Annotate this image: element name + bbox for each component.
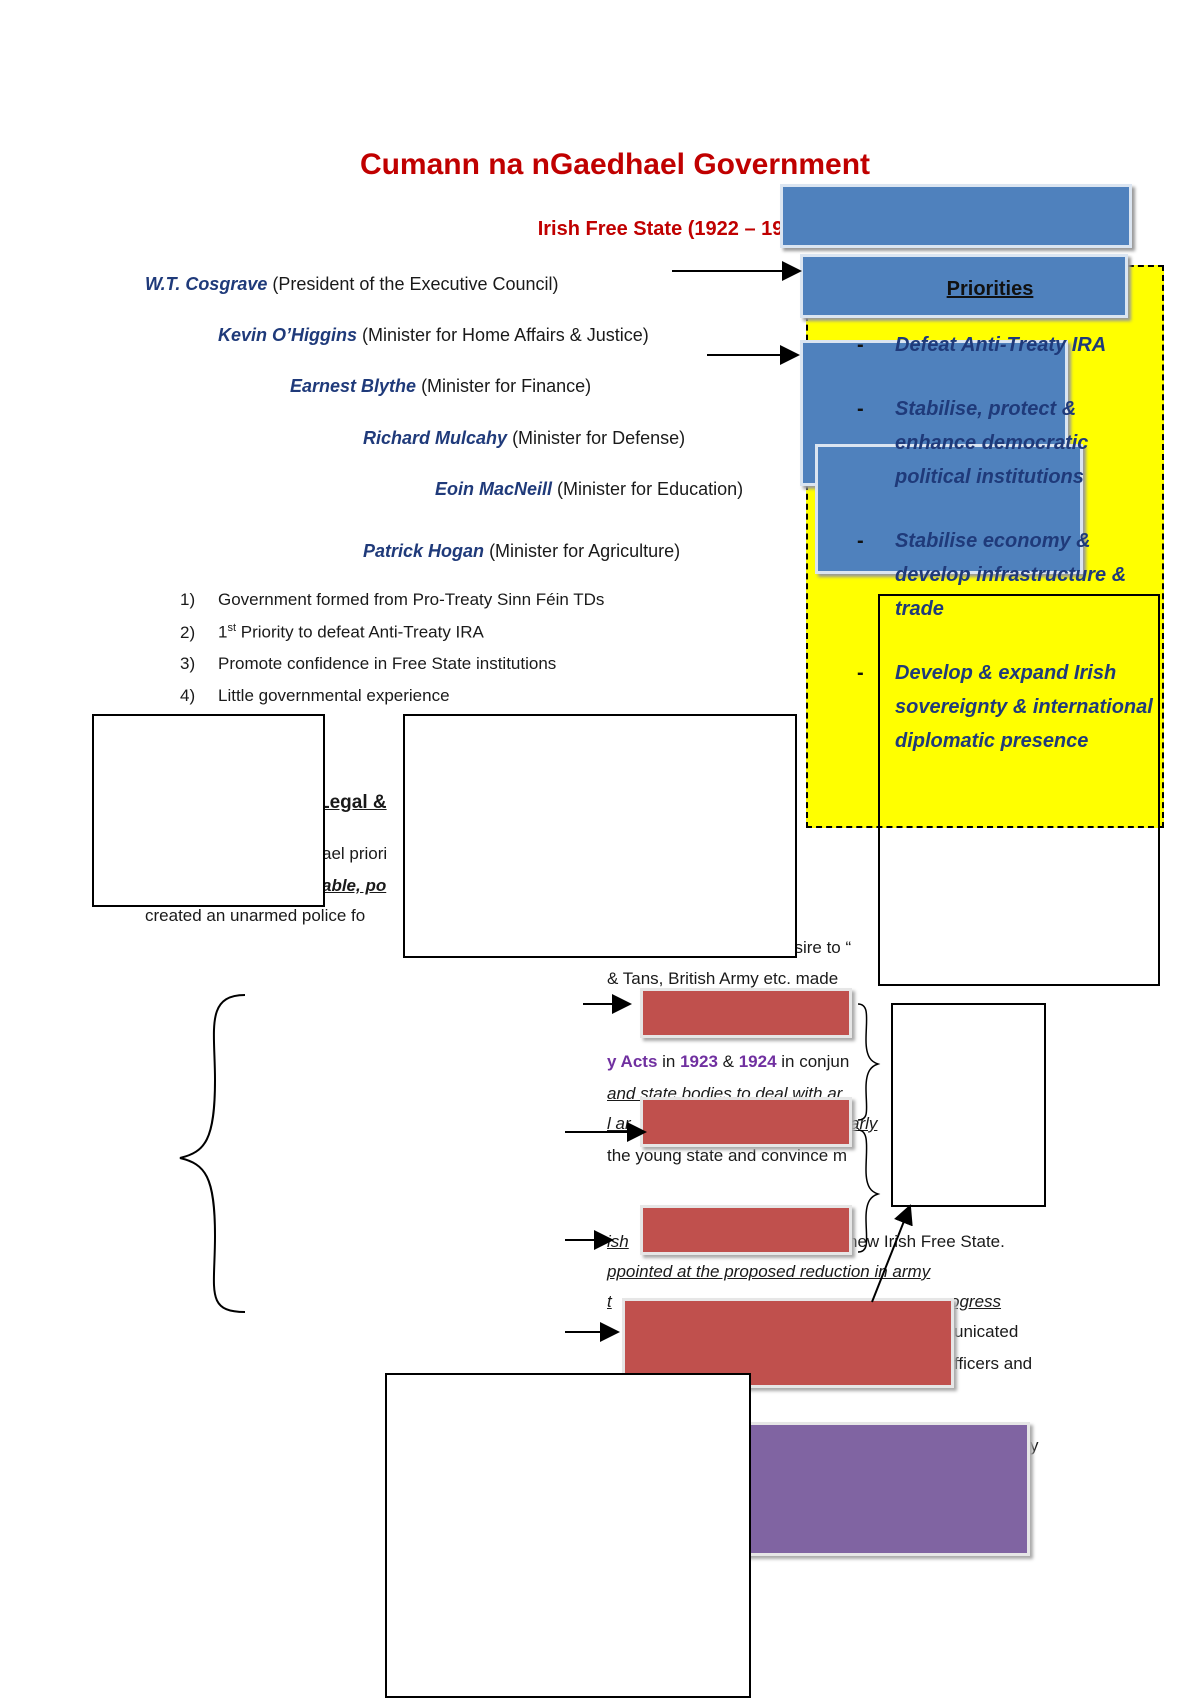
priority-item: -Develop & expand Irish sovereignty & in… bbox=[857, 662, 1153, 752]
blank-box bbox=[403, 714, 797, 958]
text-fragment: y Acts in 1923 & 1924 in conjun bbox=[607, 1052, 850, 1071]
minister-role: (Minister for Home Affairs & Justice) bbox=[362, 325, 649, 345]
minister-role: (President of the Executive Council) bbox=[272, 274, 559, 294]
blank-box bbox=[92, 714, 325, 907]
text-fragment: t bbox=[607, 1292, 612, 1311]
blank-box bbox=[891, 1003, 1046, 1207]
red-box bbox=[640, 1205, 852, 1255]
list-item: 4)Little governmental experience bbox=[180, 686, 450, 705]
text-fragment: y bbox=[1030, 1436, 1039, 1455]
page-title: Cumann na nGaedhael Government bbox=[359, 148, 871, 181]
text-fragment: esire to “ bbox=[785, 938, 852, 957]
red-box bbox=[640, 988, 852, 1038]
minister-name: Eoin MacNeill bbox=[435, 479, 553, 499]
minister-cosgrave: W.T. Cosgrave (President of the Executiv… bbox=[145, 274, 559, 295]
text-fragment: unicated bbox=[954, 1322, 1019, 1341]
minister-name: Earnest Blythe bbox=[290, 376, 417, 396]
right-brace bbox=[857, 1003, 881, 1121]
priority-item: -Defeat Anti-Treaty IRA bbox=[857, 334, 1107, 356]
blue-box bbox=[815, 444, 1083, 574]
priorities-heading: Priorities bbox=[946, 278, 1034, 300]
minister-mulcahy: Richard Mulcahy (Minister for Defense) bbox=[363, 428, 685, 449]
legal-heading-fragment: Legal & bbox=[318, 792, 387, 813]
arrow bbox=[871, 1204, 913, 1303]
text-fragment: created an unarmed police fo bbox=[145, 906, 366, 925]
purple-box bbox=[738, 1422, 1030, 1556]
text-fragment: l ar bbox=[607, 1114, 631, 1133]
yellow-outline-box bbox=[878, 594, 1160, 986]
text-fragment: arly bbox=[850, 1114, 878, 1133]
minister-role: (Minister for Defense) bbox=[512, 428, 686, 448]
numbered-list: 1)Government formed from Pro-Treaty Sinn… bbox=[180, 590, 604, 718]
text-fragment: fficers and bbox=[954, 1354, 1033, 1373]
minister-name: W.T. Cosgrave bbox=[145, 274, 268, 294]
minister-role: (Minister for Finance) bbox=[421, 376, 592, 396]
minister-name: Patrick Hogan bbox=[363, 541, 485, 561]
right-brace bbox=[857, 1129, 881, 1253]
text-fragment: the young state and convince m bbox=[607, 1146, 848, 1165]
text-fragment: & Tans, British Army etc. made bbox=[607, 969, 839, 988]
minister-macneill: Eoin MacNeill (Minister for Education) bbox=[435, 479, 743, 500]
minister-blythe: Earnest Blythe (Minister for Finance) bbox=[290, 376, 591, 397]
text-fragment: ogress bbox=[950, 1292, 1002, 1311]
minister-role: (Minister for Education) bbox=[557, 479, 744, 499]
red-box bbox=[640, 1097, 852, 1147]
minister-ohiggins: Kevin O’Higgins (Minister for Home Affai… bbox=[218, 325, 649, 346]
blank-box bbox=[385, 1373, 751, 1698]
minister-name: Richard Mulcahy bbox=[363, 428, 508, 448]
text-fragment: ael priori bbox=[322, 844, 388, 863]
priority-item: -Stabilise, protect & enhance democratic… bbox=[857, 398, 1089, 488]
text-fragment: ppointed at the proposed reduction in ar… bbox=[607, 1262, 931, 1281]
blue-header-box bbox=[780, 184, 1132, 248]
list-item: 3)Promote confidence in Free State insti… bbox=[180, 654, 557, 673]
minister-hogan: Patrick Hogan (Minister for Agriculture) bbox=[363, 541, 680, 562]
priority-item: -Stabilise economy & develop infrastruct… bbox=[857, 530, 1127, 620]
blue-box bbox=[800, 254, 1128, 318]
minister-role: (Minister for Agriculture) bbox=[489, 541, 681, 561]
page-subtitle: Irish Free State (1922 – 1932) bbox=[537, 218, 813, 240]
priorities-list: -Defeat Anti-Treaty IRA -Stabilise, prot… bbox=[857, 328, 1155, 758]
list-item: 1)Government formed from Pro-Treaty Sinn… bbox=[180, 590, 605, 609]
list-item: 2)1st Priority to defeat Anti-Treaty IRA bbox=[180, 622, 484, 642]
text-fragment: new Irish Free State. bbox=[848, 1232, 1005, 1251]
minister-name: Kevin O’Higgins bbox=[218, 325, 358, 345]
left-brace bbox=[179, 994, 246, 1313]
text-fragment: able, po bbox=[322, 876, 387, 895]
